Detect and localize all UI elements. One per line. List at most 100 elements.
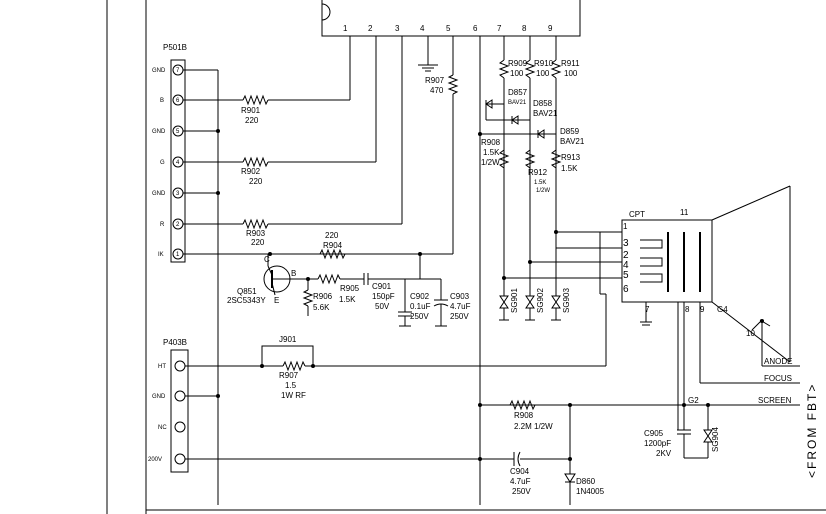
sg901-ref: SG901 [510,288,519,313]
p403b-pin-200v: 200V [148,453,186,465]
cpt-pin-7: 7 [645,305,650,314]
d857-symbol [485,99,493,109]
c901-value: 150pF [372,292,395,301]
q851-symbol [263,254,308,296]
svg-text:7: 7 [176,68,180,74]
d858-ref: D858 [533,99,553,108]
d859-value: BAV21 [560,137,585,146]
rgb-lines [183,99,453,255]
j901-ref: J901 [279,335,297,344]
p403b-pins: HT GND NC 200V [148,360,186,465]
svg-text:5: 5 [176,129,180,135]
ic-pin-3: 3 [395,24,400,33]
r908b-ref: R908 [514,411,534,420]
r901-symbol [242,94,269,106]
svg-text:GND: GND [152,394,166,400]
p501b-name: P501B [163,43,187,52]
ground-symbol-ic [418,64,438,72]
r909-symbol [498,59,510,79]
q851-value: 2SC5343Y [227,296,266,305]
d859-ref: D859 [560,127,580,136]
sg902-symbol [525,295,535,321]
ic-pin-numbers: 1 2 3 4 5 6 7 8 9 [343,24,553,33]
r906-symbol [302,289,314,307]
focus-label: FOCUS [764,374,792,383]
ic-pin-legs [349,36,557,505]
ic-pin-8: 8 [522,24,527,33]
fbt-leads [480,302,800,430]
svg-text:NC: NC [158,425,167,431]
q851-e: E [274,296,279,305]
c904-ref: C904 [510,467,530,476]
r904-value: 220 [325,231,339,240]
r909-value: 100 [510,69,524,78]
from-fbt-label: <FROM FBT> [805,383,819,478]
r911-value: 100 [564,69,578,78]
q851-ref: Q851 [237,287,257,296]
r907b-value: 1.5 [285,381,297,390]
sg903-symbol [551,295,561,321]
r908b-symbol [509,399,536,411]
r907b-ref: R907 [279,371,299,380]
r907a-symbol [447,74,459,95]
c902-ref: C902 [410,292,430,301]
svg-text:G: G [160,160,165,166]
cpt-pin-9: 9 [700,305,705,314]
cpt-pin-4: 4 [623,260,629,271]
r902-symbol [242,156,269,168]
ic-pin-7: 7 [497,24,502,33]
c903-rating: 250V [450,312,469,321]
d858-value: BAV21 [533,109,558,118]
r910-value: 100 [536,69,550,78]
d857-value: BAV21 [508,100,527,106]
ic-pin-5: 5 [446,24,451,33]
r903-value: 220 [251,238,265,247]
r904-symbol [319,248,346,260]
svg-text:GND: GND [152,129,166,135]
svg-text:IK: IK [158,252,164,258]
r909-ref: R909 [508,59,528,68]
r908a-symbol [498,149,510,169]
c905-rating: 2KV [656,449,672,458]
r905-symbol [317,273,341,285]
svg-text:B: B [160,98,164,104]
r906-value: 5.6K [313,303,330,312]
r907a-ref: R907 [425,76,445,85]
p403b-body [170,349,189,473]
d860-ref: D860 [576,477,596,486]
svg-text:HT: HT [158,364,166,370]
svg-text:GND: GND [152,191,166,197]
r901-ref: R901 [241,106,261,115]
r908a-rating: 1/2W [481,158,500,167]
c904-rating: 250V [512,487,531,496]
d860-symbol [564,473,576,483]
p403b-name: P403B [163,338,187,347]
cpt-pin-g2: G2 [688,396,699,405]
cpt-pin-8: 8 [685,305,690,314]
r903-symbol [242,218,269,230]
r907b-symbol [282,360,306,372]
r905-value: 1.5K [339,295,356,304]
video-ic [321,0,581,37]
sg902-ref: SG902 [536,288,545,313]
c905-value: 1200pF [644,439,671,448]
ic-pin-4: 4 [420,24,425,33]
r910-symbol [524,59,536,79]
r902-ref: R902 [241,167,261,176]
r904-ref: R904 [323,241,343,250]
p403b-pin-nc: NC [158,421,186,433]
r906-ref: R906 [313,292,333,301]
r913-symbol [550,149,562,169]
r908a-value: 1.5K [483,148,500,157]
svg-text:2: 2 [176,222,180,228]
cpt-pin-g4: G4 [717,305,728,314]
ic-pin-6: 6 [473,24,478,33]
r903-ref: R903 [246,229,266,238]
cpt-tube [621,185,791,363]
d857-ref: D857 [508,88,528,97]
screen-label: SCREEN [758,396,792,405]
sg903-ref: SG903 [562,288,571,313]
